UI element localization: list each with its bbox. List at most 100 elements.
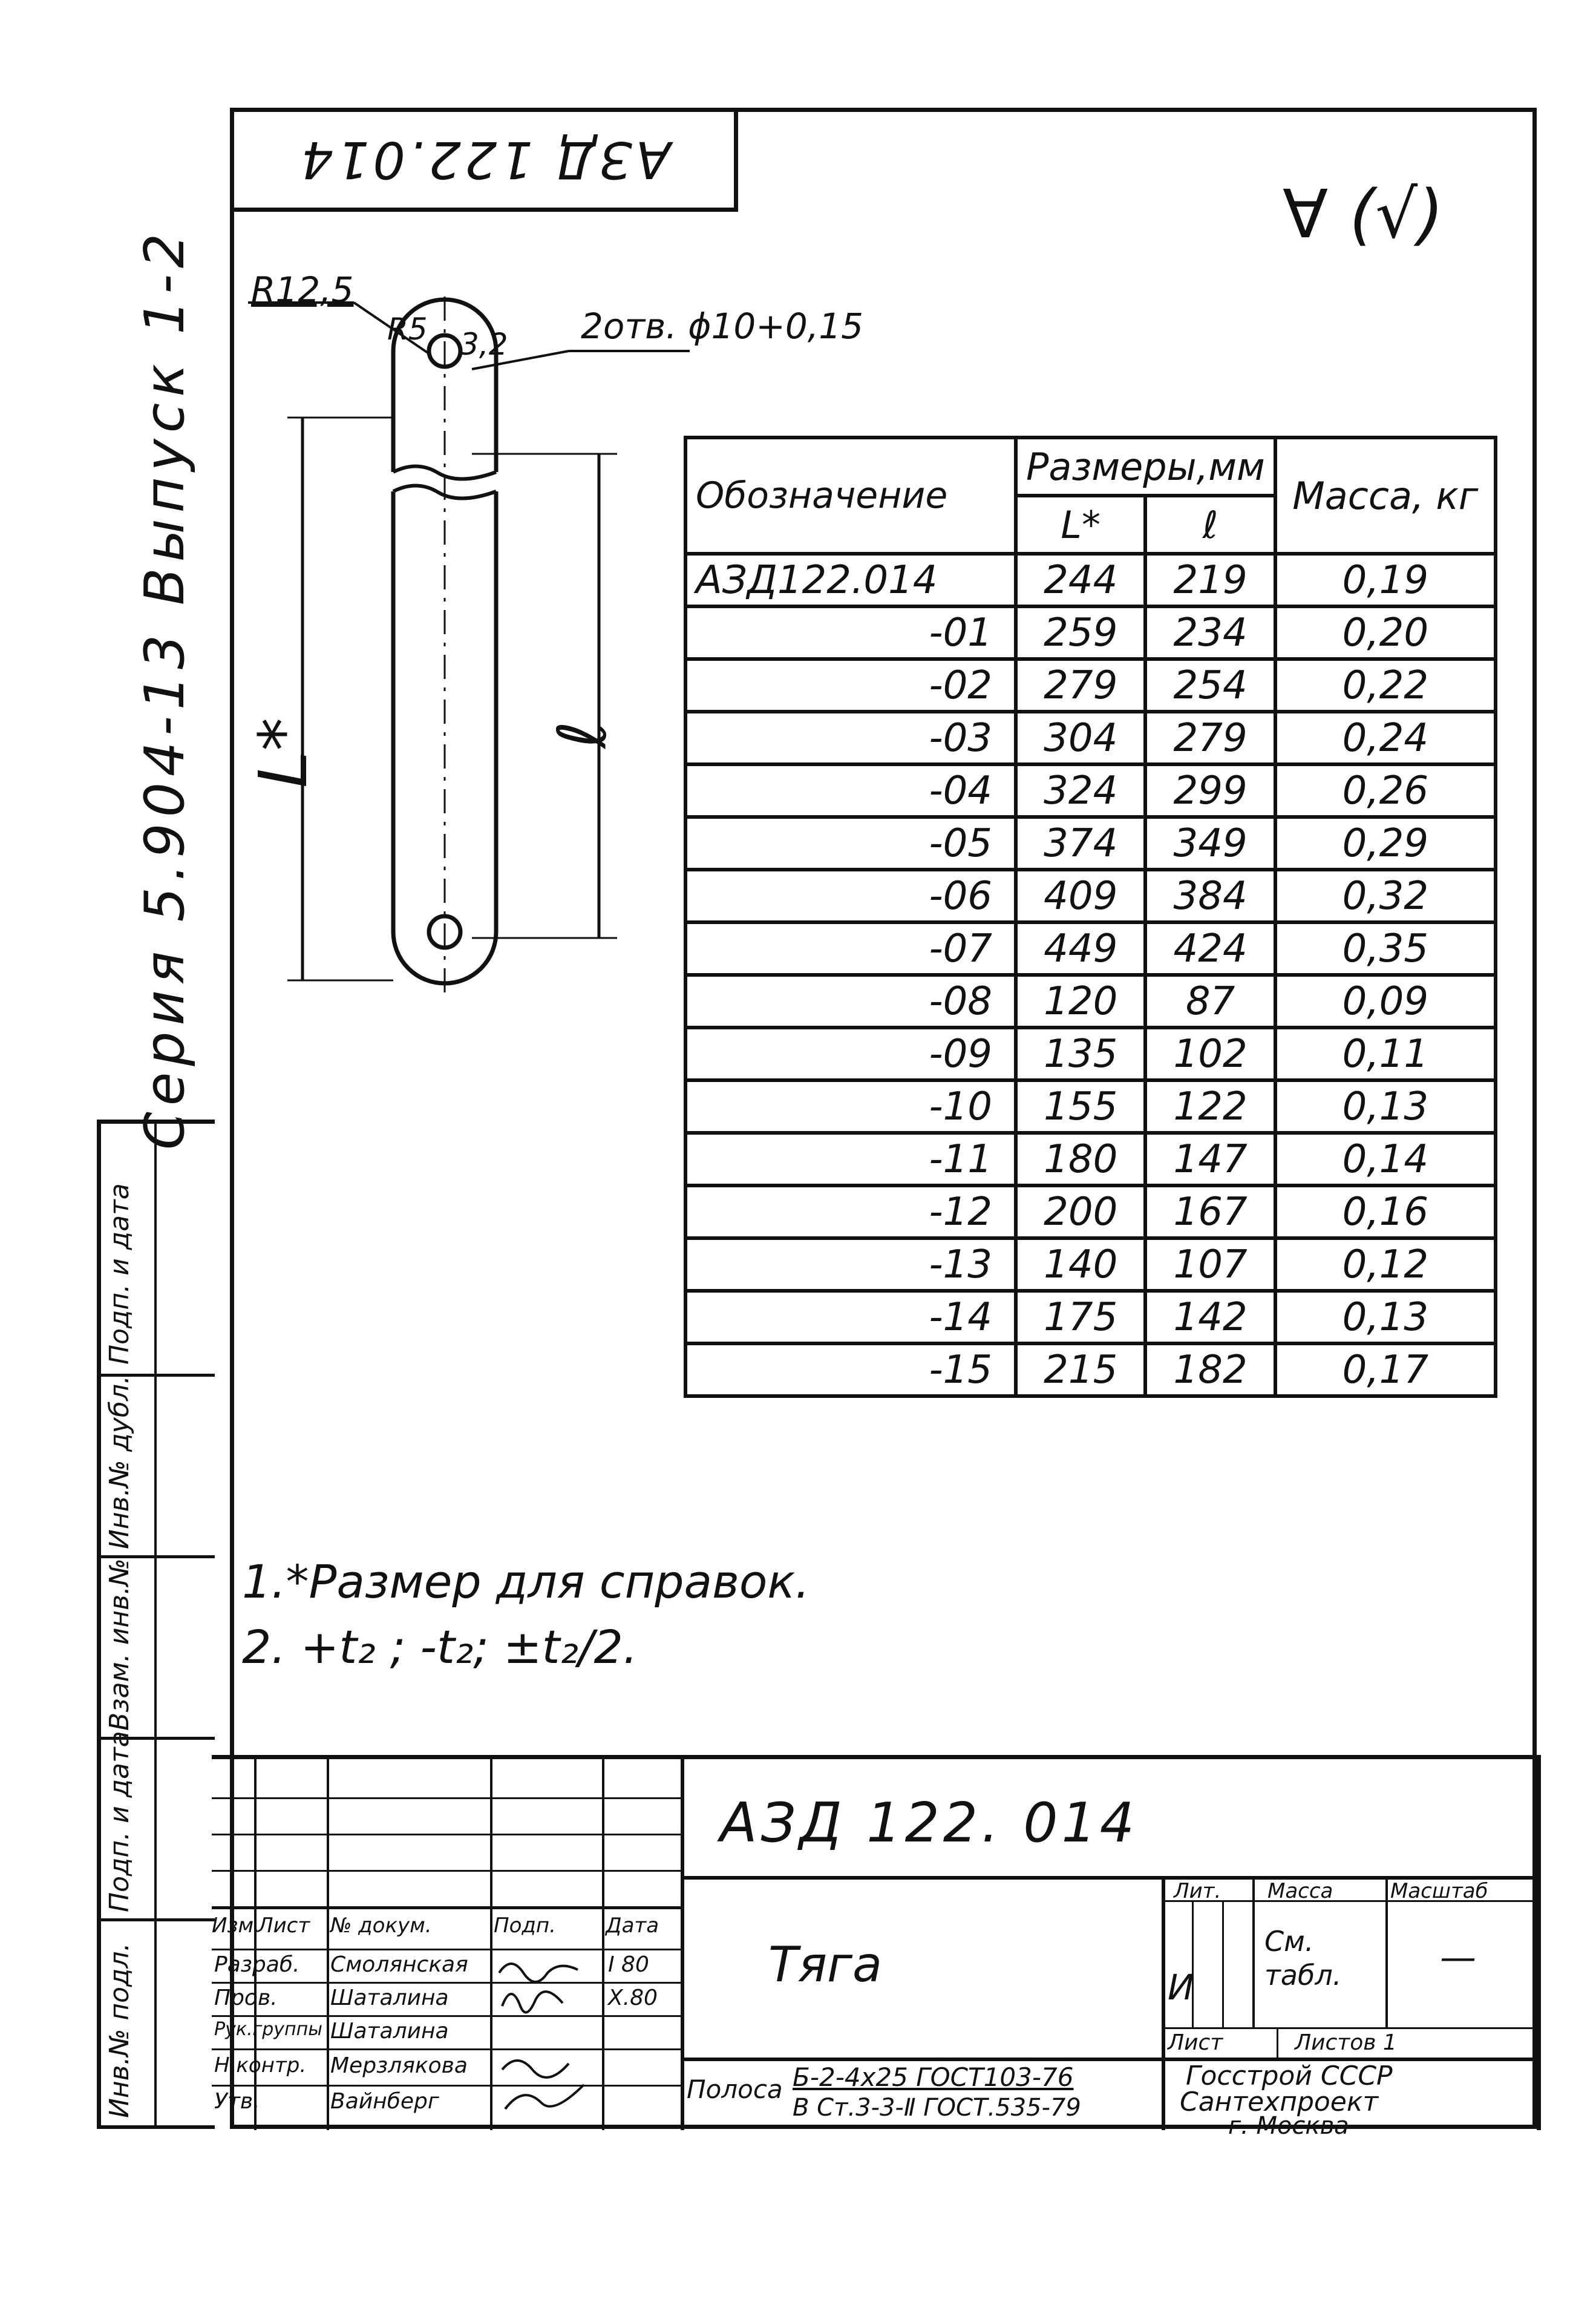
radius-label: R12,5 [251,269,354,310]
cell-L: 120 [1013,973,1148,1029]
signer-name: Смолянская [330,1952,468,1977]
length-label: L* [244,717,322,789]
hole-upper [427,333,463,369]
org-line1: Госстрой СССР [1186,2061,1393,2091]
cell-mass: 0,09 [1273,973,1497,1029]
header-designation: Обозначение [684,436,1018,556]
inner-radius-label: R5 [387,312,428,347]
cell-L: 409 [1013,868,1148,924]
material-top: Б-2-4x25 ГОСТ103-76 [793,2062,1074,2092]
link-break-line-2 [392,484,497,500]
note-2: 2. +t₂ ; -t₂; ±t₂/2. [242,1620,638,1674]
org-line2: Сантехпроект [1180,2087,1379,2117]
cell-l: 254 [1143,657,1277,713]
stamp-inv-podl: Инв.№ подл. [104,1943,135,2118]
lit-header: Лит. [1174,1879,1222,1903]
hole-distance-label: ℓ [543,721,621,749]
holes-label: 2отв. ϕ10+0,15 [581,306,864,347]
cell-mass: 0,24 [1273,710,1497,766]
cell-l: 142 [1143,1289,1277,1345]
cell-l: 219 [1143,552,1277,608]
link-break-line [392,464,497,481]
cell-designation: -14 [684,1289,1018,1345]
material-bottom: В Ст.3-3-Ⅱ ГОСТ.535-79 [793,2094,1081,2122]
corner-code-box: АЗД 122.014 [230,108,738,212]
cell-mass: 0,35 [1273,920,1497,977]
signer-date: I 80 [608,1952,649,1977]
cell-mass: 0,20 [1273,605,1497,661]
cell-designation: -02 [684,657,1018,713]
cell-L: 324 [1013,762,1148,819]
cell-designation: -01 [684,605,1018,661]
cell-designation: -13 [684,1236,1018,1293]
cell-l: 87 [1143,973,1277,1029]
sheet-label: Лист [1168,2030,1223,2055]
mass-value: См. табл. [1264,1925,1342,1992]
cell-mass: 0,19 [1273,552,1497,608]
cell-designation: -05 [684,815,1018,871]
signer-role: Утв. [214,2089,260,2114]
part-drawing [248,297,690,992]
title-block: Изм. Лист № докум. Подп. Дата Разраб. См… [212,1755,1541,2140]
cell-designation: -12 [684,1184,1018,1240]
signer-name: Вайнберг [330,2089,439,2114]
cell-designation: -15 [684,1342,1018,1398]
mass-header: Масса [1267,1879,1333,1903]
notes: 1.*Размер для справок. 2. +t₂ ; -t₂; ±t₂… [242,1549,809,1680]
cell-l: 279 [1143,710,1277,766]
cell-l: 107 [1143,1236,1277,1293]
signer-date: X.80 [608,1986,658,2010]
cell-l: 299 [1143,762,1277,819]
stamp-podp-data-1: Подп. и дата [104,1731,135,1912]
cell-l: 167 [1143,1184,1277,1240]
offset-label: 3,2 [460,327,508,362]
cell-mass: 0,11 [1273,1026,1497,1082]
cell-designation: -10 [684,1078,1018,1135]
cell-designation: АЗД122.014 [684,552,1018,608]
signer-name: Мерзлякова [330,2053,468,2078]
cell-mass: 0,14 [1273,1131,1497,1187]
cell-l: 349 [1143,815,1277,871]
cell-mass: 0,29 [1273,815,1497,871]
cell-l: 147 [1143,1131,1277,1187]
stamp-vzam-inv: Взам. инв.№ [104,1558,135,1731]
cell-l: 384 [1143,868,1277,924]
cell-L: 175 [1013,1289,1148,1345]
col-header-izm: Изм. [212,1913,260,1938]
col-header-list: Лист [258,1913,310,1938]
cell-designation: -08 [684,973,1018,1029]
roughness-mark: ∀ (√) [1283,175,1444,253]
cell-L: 449 [1013,920,1148,977]
material-label: Полоса [687,2074,783,2104]
sheets-label: Листов 1 [1295,2030,1397,2055]
cell-mass: 0,13 [1273,1078,1497,1135]
cell-L: 259 [1013,605,1148,661]
cell-L: 304 [1013,710,1148,766]
cell-L: 135 [1013,1026,1148,1082]
signer-role: Пров. [214,1986,278,2010]
cell-mass: 0,12 [1273,1236,1497,1293]
cell-l: 102 [1143,1026,1277,1082]
drawing-frame [230,108,1537,2129]
signer-name: Шаталина [330,1986,449,2010]
cell-designation: -03 [684,710,1018,766]
cell-designation: -04 [684,762,1018,819]
col-header-date: Дата [606,1913,659,1938]
cell-l: 234 [1143,605,1277,661]
spec-table: Обозначение Размеры,мм Масса, кг L* ℓ АЗ… [684,436,1497,1398]
scale-value: — [1440,1936,1476,1979]
cell-l: 424 [1143,920,1277,977]
header-l: ℓ [1143,494,1277,556]
link-lower-outline [391,491,499,986]
cell-l: 182 [1143,1342,1277,1398]
